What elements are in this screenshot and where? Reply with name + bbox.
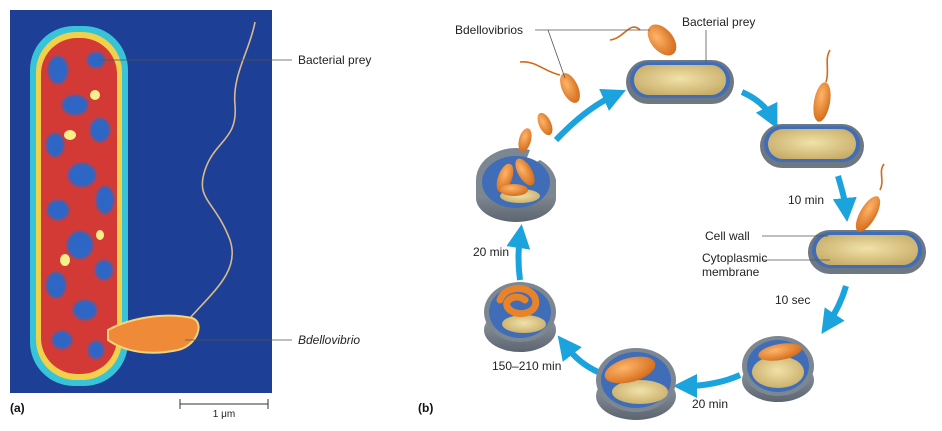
bdellovibrio-micrograph (107, 314, 200, 354)
stage-release (475, 112, 556, 222)
arrow-5 (557, 335, 600, 375)
bdellovibrio-free (519, 61, 580, 103)
label-cytoplasmic-line2: membrane (702, 265, 760, 279)
time-label-3: 20 min (692, 397, 728, 411)
label-bdellovibrios: Bdellovibrios (455, 23, 523, 37)
label-bacterial-prey-b: Bacterial prey (682, 15, 755, 29)
stage-bdelloplast-right (742, 336, 814, 402)
arrow-7 (553, 88, 626, 143)
label-bdellovibrio-a: Bdellovibrio (298, 333, 360, 347)
panel-letter-a: (a) (10, 401, 25, 415)
time-label-5: 20 min (473, 245, 509, 259)
scale-bar-label: 1 μm (213, 409, 235, 420)
stage-attachment (760, 49, 864, 168)
label-cell-wall: Cell wall (705, 229, 750, 243)
scale-bar (179, 399, 269, 409)
arrow-2 (832, 175, 857, 222)
panel-letter-b: (b) (418, 401, 433, 415)
time-label-4: 150–210 min (492, 359, 561, 373)
stage-elongation (596, 348, 676, 420)
stage-prey-top (626, 60, 734, 104)
time-label-1: 10 min (788, 193, 824, 207)
stage-penetration (808, 163, 926, 274)
label-bacterial-prey-a: Bacterial prey (298, 53, 371, 67)
micrograph-panel (10, 10, 272, 393)
arrow-1 (740, 89, 778, 129)
arrow-4 (673, 372, 742, 398)
arrow-3 (821, 285, 849, 334)
time-label-2: 10 sec (775, 293, 810, 307)
bdellovibrio-top (609, 24, 677, 56)
label-cytoplasmic-line1: Cytoplasmic (702, 251, 767, 265)
prey-cell-micrograph (30, 26, 128, 386)
arrow-6 (506, 224, 531, 281)
stage-septation (484, 282, 556, 352)
leader-bdellovibrios-2 (547, 29, 566, 79)
bdellovibrio-flagellum-micrograph (189, 21, 256, 319)
cycle-arrows (506, 88, 857, 398)
